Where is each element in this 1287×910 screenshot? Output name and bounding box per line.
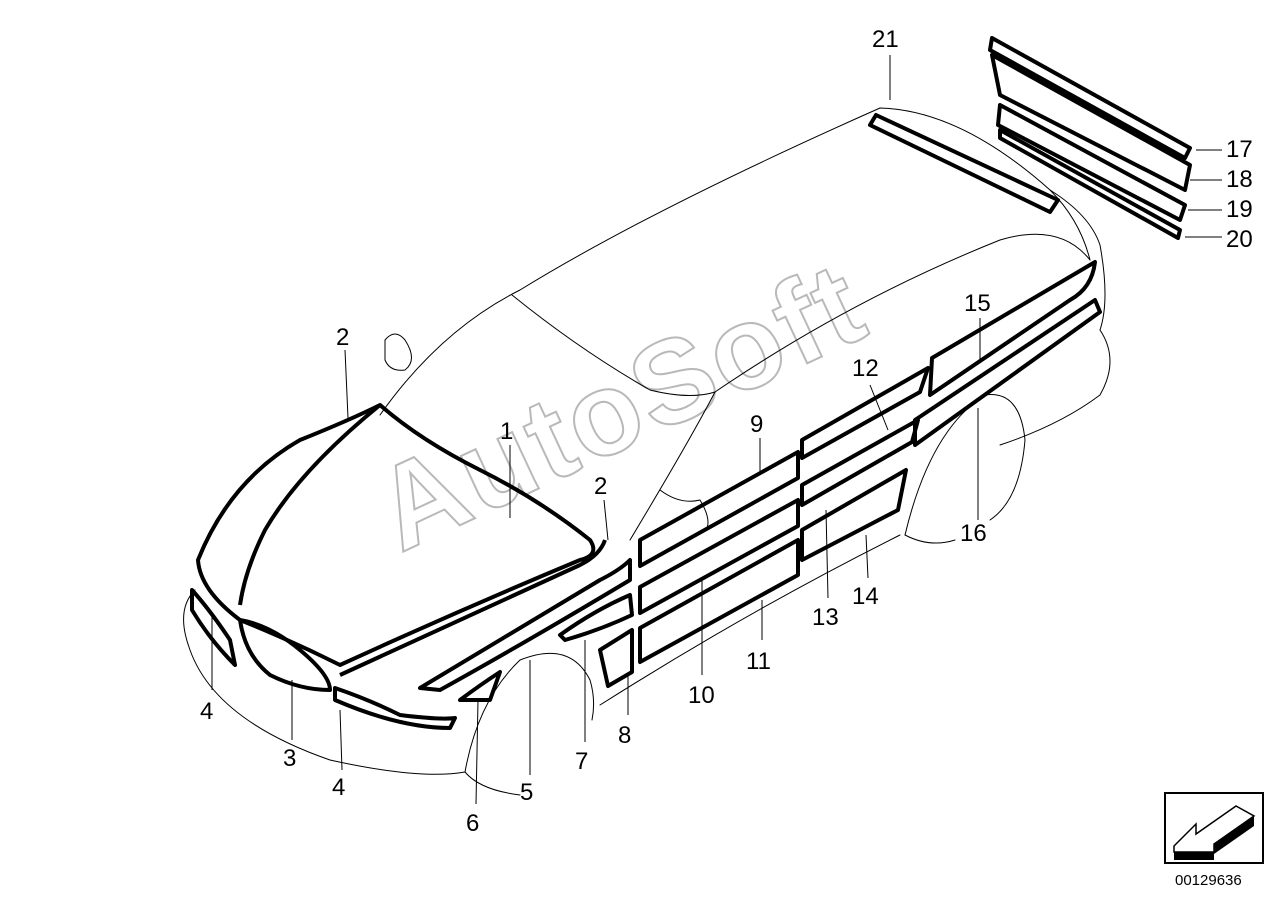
part-6-fender-trim [458, 670, 502, 702]
front-wheel-arch [464, 652, 595, 773]
leader-4b [339, 709, 343, 771]
callout-12: 12 [852, 355, 879, 382]
part-9-front-door-upper [638, 450, 800, 568]
leader-6 [475, 699, 479, 805]
leader-2a [344, 349, 349, 419]
side-window-line [714, 233, 1091, 393]
callout-20: 20 [1226, 226, 1253, 253]
leader-14 [865, 534, 869, 579]
part-14-rear-door-low [800, 468, 908, 562]
part-2-hood-edge-right [339, 539, 607, 677]
callout-5: 5 [520, 779, 534, 806]
lower-rear-line [904, 534, 956, 544]
part-5-fender [418, 558, 632, 692]
leader-13 [825, 509, 829, 599]
part-13-rear-door-mid [800, 418, 920, 507]
part-1-hood [196, 403, 596, 667]
callout-16: 16 [960, 520, 987, 547]
part-4-headlight-left [190, 588, 237, 667]
callout-2-left: 2 [336, 324, 350, 351]
roof-outline [379, 107, 1091, 416]
part-15-rear-quarter-upper [928, 260, 1097, 397]
callout-3: 3 [283, 745, 297, 772]
part-16-rear-quarter-lower [913, 298, 1102, 447]
part-8-panel [598, 628, 634, 688]
callout-13: 13 [812, 604, 839, 631]
part-10-front-door-mid [638, 498, 800, 615]
callout-11: 11 [746, 648, 771, 675]
leader-2b [603, 499, 609, 541]
part-21-roof-strip [868, 113, 1060, 214]
callout-10: 10 [688, 682, 715, 709]
windshield-line [511, 294, 716, 397]
leader-12 [869, 384, 889, 431]
callout-2-right: 2 [594, 473, 608, 500]
part-18-tailgate-panel [990, 53, 1192, 192]
callout-7: 7 [575, 748, 589, 775]
direction-indicator [1164, 792, 1264, 864]
mirror-outline [384, 333, 412, 371]
callout-6: 6 [466, 810, 480, 837]
callout-19: 19 [1226, 196, 1253, 223]
front-direction-arrow-icon [1173, 805, 1256, 860]
callout-8: 8 [618, 722, 632, 749]
part-7-front-door-lower [558, 593, 634, 642]
lower-front-line [464, 771, 521, 796]
part-19-tailgate-strip [996, 103, 1187, 222]
front-bumper-outline [183, 589, 466, 775]
part-4-headlight-right [333, 686, 457, 730]
rear-wheel-arch [904, 394, 1026, 536]
part-3-grille [238, 618, 332, 692]
a-pillar-line [629, 391, 716, 541]
part-11-front-door-low [638, 538, 800, 664]
callout-21: 21 [872, 26, 899, 53]
callout-4-left: 4 [200, 698, 214, 725]
callout-4-right: 4 [332, 774, 346, 801]
part-2-hood-edge-left [238, 403, 382, 606]
callout-17: 17 [1226, 136, 1253, 163]
callout-1: 1 [500, 418, 514, 445]
part-12-rear-door-upper [800, 366, 930, 460]
callout-14: 14 [852, 583, 879, 610]
roof-rear-outline [1049, 189, 1106, 331]
door-line-a [659, 489, 709, 531]
part-17-tailgate-top [988, 36, 1192, 160]
callout-18: 18 [1226, 166, 1253, 193]
part-20-tailgate-lower [998, 128, 1182, 240]
drawing-number: 00129636 [1175, 872, 1242, 889]
rear-bumper-outline [999, 329, 1111, 446]
rocker-line [599, 534, 901, 706]
callout-15: 15 [964, 290, 991, 317]
callout-9: 9 [750, 411, 764, 438]
